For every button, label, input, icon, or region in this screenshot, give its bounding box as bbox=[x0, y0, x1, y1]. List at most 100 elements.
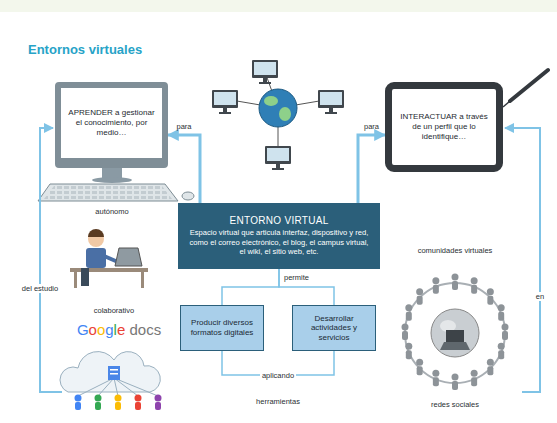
logo-letter: o bbox=[89, 321, 97, 338]
person-figure bbox=[502, 324, 509, 341]
node-text: Desarrollar actividades y servicios bbox=[296, 314, 372, 343]
person-figure bbox=[402, 331, 408, 340]
person-figure bbox=[432, 370, 439, 387]
person-figure bbox=[432, 277, 439, 294]
person-figure bbox=[498, 343, 505, 350]
person-figure bbox=[487, 288, 494, 305]
network-illustration bbox=[279, 107, 291, 121]
social-network-ring bbox=[431, 309, 479, 357]
process-box: Desarrollar actividades y servicios bbox=[292, 305, 376, 351]
student-illustration bbox=[115, 248, 142, 266]
network-illustration bbox=[265, 146, 291, 170]
social-network-ring bbox=[402, 274, 509, 391]
logo-text: Google docs bbox=[64, 322, 174, 339]
collaboration-cloud bbox=[108, 366, 120, 380]
connector-label: permite bbox=[284, 273, 324, 282]
person-figure bbox=[432, 277, 439, 284]
person-figure bbox=[471, 370, 478, 387]
person-figure bbox=[487, 359, 494, 376]
collaboration-cloud bbox=[135, 402, 141, 410]
student-illustration bbox=[81, 268, 89, 286]
person-figure bbox=[452, 281, 458, 290]
collaboration-cloud bbox=[155, 395, 162, 411]
person-figure bbox=[406, 312, 412, 321]
stylus-pen bbox=[510, 70, 548, 101]
connector bbox=[358, 135, 385, 203]
monitor-screen: APRENDER a gestionar el conocimiento, po… bbox=[55, 82, 168, 168]
logo-letter bbox=[125, 321, 129, 338]
logo-letter: o bbox=[138, 321, 146, 338]
person-figure bbox=[471, 277, 478, 284]
person-figure bbox=[471, 370, 478, 377]
collaboration-cloud bbox=[115, 402, 121, 410]
logo-letter: G bbox=[77, 321, 89, 338]
person-figure bbox=[471, 377, 477, 386]
caption-label: herramientas bbox=[238, 397, 318, 406]
collaboration-cloud bbox=[98, 378, 114, 396]
person-figure bbox=[487, 366, 493, 375]
person-figure bbox=[417, 366, 423, 375]
edge-label: para bbox=[174, 122, 193, 131]
computer-illustration bbox=[38, 168, 194, 201]
person-figure bbox=[498, 304, 505, 311]
student-illustration bbox=[88, 229, 104, 237]
network-illustration bbox=[259, 89, 297, 127]
caption-label: colaborativo bbox=[76, 306, 152, 315]
collaboration-cloud bbox=[78, 378, 114, 396]
edge-label: para bbox=[362, 122, 381, 131]
collaboration-cloud bbox=[110, 373, 118, 375]
collaboration-cloud bbox=[60, 352, 161, 410]
person-figure bbox=[452, 374, 459, 381]
computer-illustration bbox=[182, 192, 194, 200]
social-network-ring bbox=[440, 342, 470, 350]
logo-letter: s bbox=[154, 321, 162, 338]
person-figure bbox=[406, 350, 412, 359]
logo-letter: o bbox=[97, 321, 105, 338]
computer-illustration bbox=[102, 168, 122, 178]
logo-letter: g bbox=[105, 321, 113, 338]
bracket-line bbox=[505, 128, 540, 392]
node-text: INTERACTUAR a través de un perfil que lo… bbox=[398, 112, 490, 142]
person-figure bbox=[452, 274, 459, 291]
person-figure bbox=[433, 285, 439, 294]
person-figure bbox=[405, 304, 412, 321]
person-figure bbox=[416, 359, 423, 366]
connector bbox=[222, 269, 279, 305]
person-figure bbox=[405, 343, 412, 350]
person-figure bbox=[416, 288, 423, 305]
node-heading: ENTORNO VIRTUAL bbox=[229, 215, 328, 226]
person-figure bbox=[498, 350, 504, 359]
person-figure bbox=[452, 374, 459, 391]
person-figure bbox=[416, 288, 423, 295]
computer-illustration bbox=[44, 186, 172, 199]
diagram-title: Entornos virtuales bbox=[28, 42, 142, 57]
collaboration-cloud bbox=[95, 395, 102, 402]
person-figure bbox=[471, 285, 477, 294]
collaboration-cloud bbox=[115, 395, 122, 411]
person-figure bbox=[452, 274, 459, 281]
person-figure bbox=[402, 324, 409, 331]
collaboration-cloud bbox=[75, 395, 82, 402]
collaboration-cloud bbox=[75, 402, 81, 410]
caption-label: redes sociales bbox=[410, 400, 500, 409]
central-box: ENTORNO VIRTUALEspacio virtual que artic… bbox=[178, 203, 380, 269]
person-figure bbox=[452, 381, 458, 390]
person-figure bbox=[487, 296, 493, 305]
person-figure bbox=[487, 288, 494, 295]
network-illustration bbox=[318, 90, 344, 114]
stylus-pen bbox=[503, 70, 548, 107]
logo-letter: l bbox=[114, 321, 117, 338]
student-illustration bbox=[70, 229, 148, 288]
connector-label: en bbox=[532, 292, 548, 301]
student-illustration bbox=[74, 272, 77, 288]
collaboration-cloud bbox=[135, 395, 142, 411]
connector-label: del estudio bbox=[18, 284, 62, 293]
person-figure bbox=[432, 370, 439, 377]
collaboration-cloud bbox=[155, 395, 162, 402]
collaboration-cloud bbox=[155, 402, 161, 410]
person-figure bbox=[405, 304, 412, 311]
person-figure bbox=[498, 304, 505, 321]
node-text: Producir diversos formatos digitales bbox=[184, 318, 260, 337]
collaboration-cloud bbox=[110, 369, 118, 371]
network-illustration bbox=[264, 96, 278, 106]
